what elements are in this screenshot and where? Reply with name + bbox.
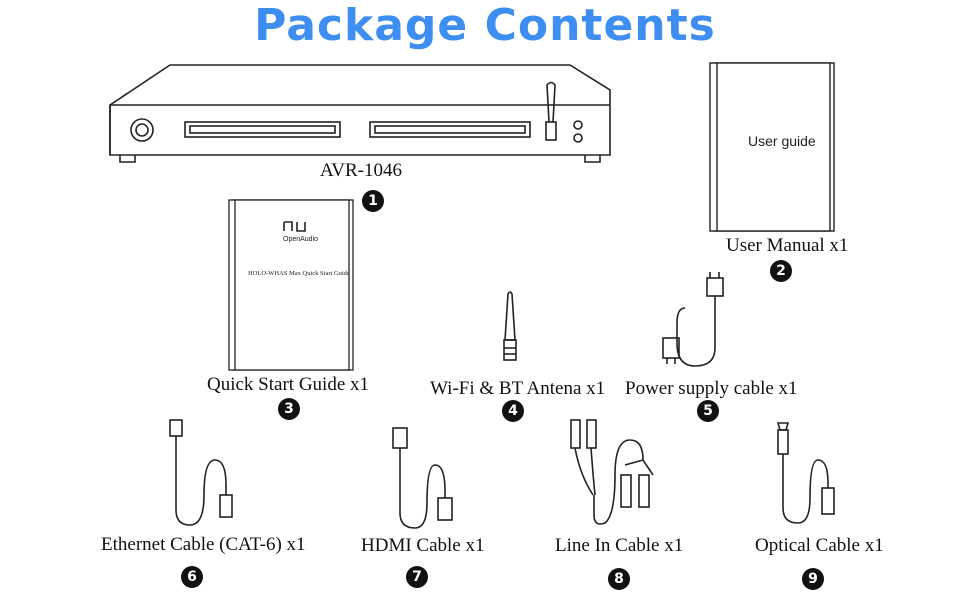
line-in-cable-illustration	[570, 419, 654, 525]
item-number-badge: 9	[802, 568, 824, 590]
item-label-antenna: Wi-Fi & BT Antena x1	[430, 378, 606, 399]
quick-start-brand: OpenAudio	[283, 236, 319, 243]
item-label-hdmi-cable: HDMI Cable x1	[361, 535, 485, 556]
user-manual-illustration	[709, 62, 835, 232]
item-label-ethernet-cable: Ethernet Cable (CAT-6) x1	[101, 534, 306, 555]
item-number-badge: 2	[770, 260, 792, 282]
item-number-badge: 7	[406, 566, 428, 588]
ethernet-cable-illustration	[169, 419, 233, 526]
item-number-badge: 8	[608, 568, 630, 590]
quick-start-guide-illustration	[228, 199, 354, 371]
item-number-badge: 6	[181, 566, 203, 588]
user-manual-cover-text: User guide	[748, 133, 816, 149]
item-label-avr: AVR-1046	[320, 160, 402, 181]
item-label-optical-cable: Optical Cable x1	[755, 535, 884, 556]
item-label-user-manual: User Manual x1	[726, 235, 849, 256]
quick-start-cover-title: HOLO-WHAS Max Quick Start Guide	[248, 270, 350, 277]
item-number-badge: 4	[502, 400, 524, 422]
item-label-line-in-cable: Line In Cable x1	[555, 535, 684, 556]
optical-cable-illustration	[776, 422, 835, 524]
page-title: Package Contents	[254, 0, 716, 51]
hdmi-cable-illustration	[392, 427, 453, 529]
item-label-quick-start-guide: Quick Start Guide x1	[207, 374, 370, 395]
power-cable-illustration	[662, 272, 724, 367]
item-number-badge: 3	[278, 398, 300, 420]
item-number-badge: 5	[697, 400, 719, 422]
antenna-illustration	[503, 291, 517, 361]
item-label-power-cable: Power supply cable x1	[625, 378, 798, 399]
avr-receiver-illustration	[109, 64, 611, 163]
item-number-badge: 1	[362, 190, 384, 212]
